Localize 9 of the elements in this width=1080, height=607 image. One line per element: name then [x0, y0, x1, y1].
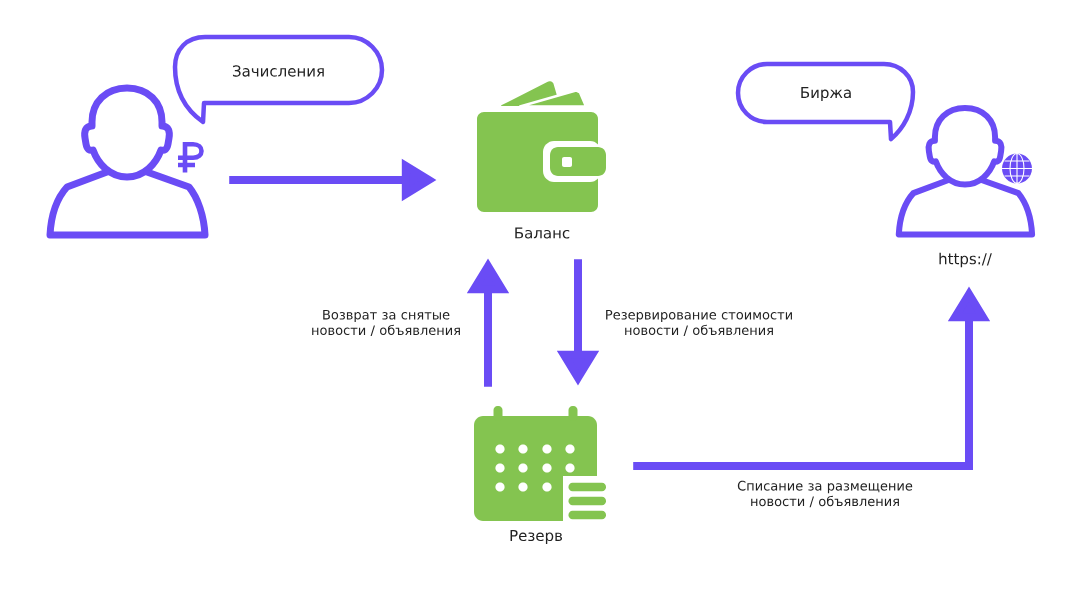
node-label: https://: [939, 252, 992, 268]
speech-bubble: Биржа: [735, 61, 916, 142]
edge-label: Списание за размещение новости / объявления: [737, 480, 913, 508]
node-label: Резерв: [510, 529, 563, 544]
speech-bubble: Зачисления: [172, 34, 385, 125]
edge-label: Резервирование стоимости новости / объявления: [606, 309, 792, 337]
node-label: Баланс: [515, 227, 570, 239]
edge-label: Возврат за снятые новости / объявления: [312, 309, 460, 337]
person-icon: [46, 84, 209, 239]
